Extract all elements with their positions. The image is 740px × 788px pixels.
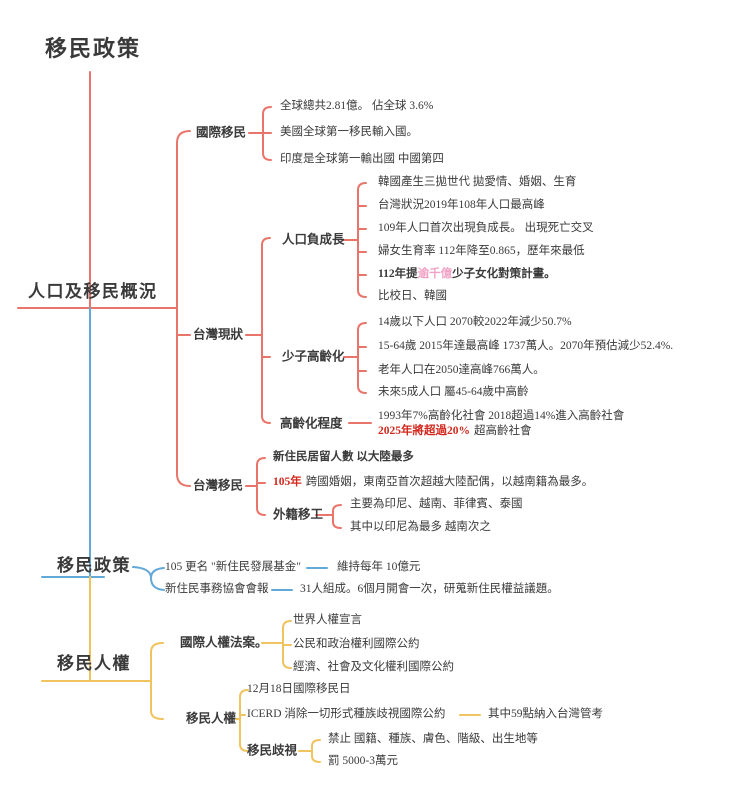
leaf-intl-india: 印度是全球第一輸出國 中國第四 xyxy=(280,153,444,166)
plan-post: 少子女化對策計畫。 xyxy=(452,268,556,281)
root-title: 移民政策 xyxy=(45,35,142,61)
plan-pre: 112年提 xyxy=(378,268,418,281)
section-overview-label: 人口及移民概況 xyxy=(28,281,158,301)
leaf-ng-first-negative: 109年人口首次出現負成長。 出現死亡交叉 xyxy=(378,222,594,235)
leaf-ng-plan: 112年提逾千億少子女化對策計畫。 xyxy=(378,268,556,282)
node-discrimination: 移民歧視 xyxy=(247,743,298,758)
node-international-migration: 國際移民 xyxy=(196,125,247,140)
node-migrant-rights: 移民人權 xyxy=(186,711,237,726)
leaf-alb-under14: 14歲以下人口 2070較2022年減少50.7% xyxy=(378,316,572,329)
node-taiwan-immigration: 台灣移民 xyxy=(193,478,244,493)
leaf-ad-line1: 1993年7%高齡化社會 2018超過14%進入高齡社會 xyxy=(378,410,625,423)
plan-highlight: 逾千億 xyxy=(417,268,453,281)
leaf-fw-countries: 主要為印尼、越南、菲律賓、泰國 xyxy=(350,498,523,511)
leaf-policy-council-note: 31人組成。6個月開會一次，研蒐新住民權益議題。 xyxy=(300,583,559,596)
section-policy-label: 移民政策 xyxy=(57,555,131,575)
leaf-intl-usa: 美國全球第一移民輸入國。 xyxy=(280,126,418,139)
leaf-fw-ranking: 其中以印尼為最多 越南次之 xyxy=(350,521,491,534)
leaf-bill-icescr: 經濟、社會及文化權利國際公約 xyxy=(293,661,454,674)
leaf-ad-line2: 2025年將超過20% 超高齡社會 xyxy=(378,425,532,439)
node-aging-degree: 高齡化程度 xyxy=(280,416,343,431)
marriage-rest: 跨國婚姻，東南亞首次超越大陸配偶，以越南籍為最多。 xyxy=(305,476,594,489)
marriage-year-red: 105年 xyxy=(273,476,302,489)
node-foreign-workers: 外籍移工 xyxy=(273,507,324,522)
leaf-policy-council: 新住民事務協會會報 xyxy=(165,583,269,596)
leaf-mr-icerd: ICERD 消除一切形式種族歧視國際公約 xyxy=(247,708,446,721)
leaf-alb-elderly: 老年人口在2050達高峰766萬人。 xyxy=(378,364,545,377)
leaf-alb-working: 15-64歲 2015年達最高峰 1737萬人。2070年預估減少52.4%. xyxy=(378,340,674,353)
node-aging-low-birth: 少子高齡化 xyxy=(282,349,345,364)
leaf-ti-marriage: 105年跨國婚姻，東南亞首次超越大陸配偶，以越南籍為最多。 xyxy=(273,476,593,490)
leaf-mr-day: 12月18日國際移民日 xyxy=(247,683,351,696)
ad-line2-rest: 超高齡社會 xyxy=(474,425,532,438)
section-rights-label: 移民人權 xyxy=(57,653,131,673)
leaf-policy-fund: 105 更名 "新住民發展基金" xyxy=(165,561,301,574)
leaf-ti-residents: 新住民居留人數 以大陸最多 xyxy=(273,451,414,464)
leaf-policy-fund-note: 維持每年 10億元 xyxy=(337,561,421,574)
leaf-bill-iccpr: 公民和政治權利國際公約 xyxy=(293,638,420,651)
leaf-disc-fine: 罰 5000-3萬元 xyxy=(328,755,398,768)
leaf-ng-compare: 比校日、韓國 xyxy=(378,290,447,303)
leaf-mr-icerd-note: 其中59點納入台灣管考 xyxy=(488,708,603,721)
leaf-bill-udhr: 世界人權宣言 xyxy=(293,614,362,627)
node-taiwan-status: 台灣現狀 xyxy=(193,327,244,342)
leaf-ng-peak: 台灣狀況2019年108年人口最高峰 xyxy=(378,199,545,212)
leaf-ng-fertility: 婦女生育率 112年降至0.865，歷年來最低 xyxy=(378,245,585,258)
node-intl-bill: 國際人權法案。 xyxy=(180,635,268,650)
leaf-intl-total: 全球總共2.81億。 佔全球 3.6% xyxy=(280,100,434,113)
node-negative-growth: 人口負成長 xyxy=(282,232,345,247)
ad-line2-red: 2025年將超過20% xyxy=(378,425,470,438)
leaf-ng-korea: 韓國產生三拋世代 拋愛情、婚姻、生育 xyxy=(378,176,577,189)
leaf-disc-prohibit: 禁止 國籍、種族、膚色、階級、出生地等 xyxy=(328,733,538,746)
leaf-alb-future: 未來5成人口 屬45-64歲中高齡 xyxy=(378,386,529,399)
